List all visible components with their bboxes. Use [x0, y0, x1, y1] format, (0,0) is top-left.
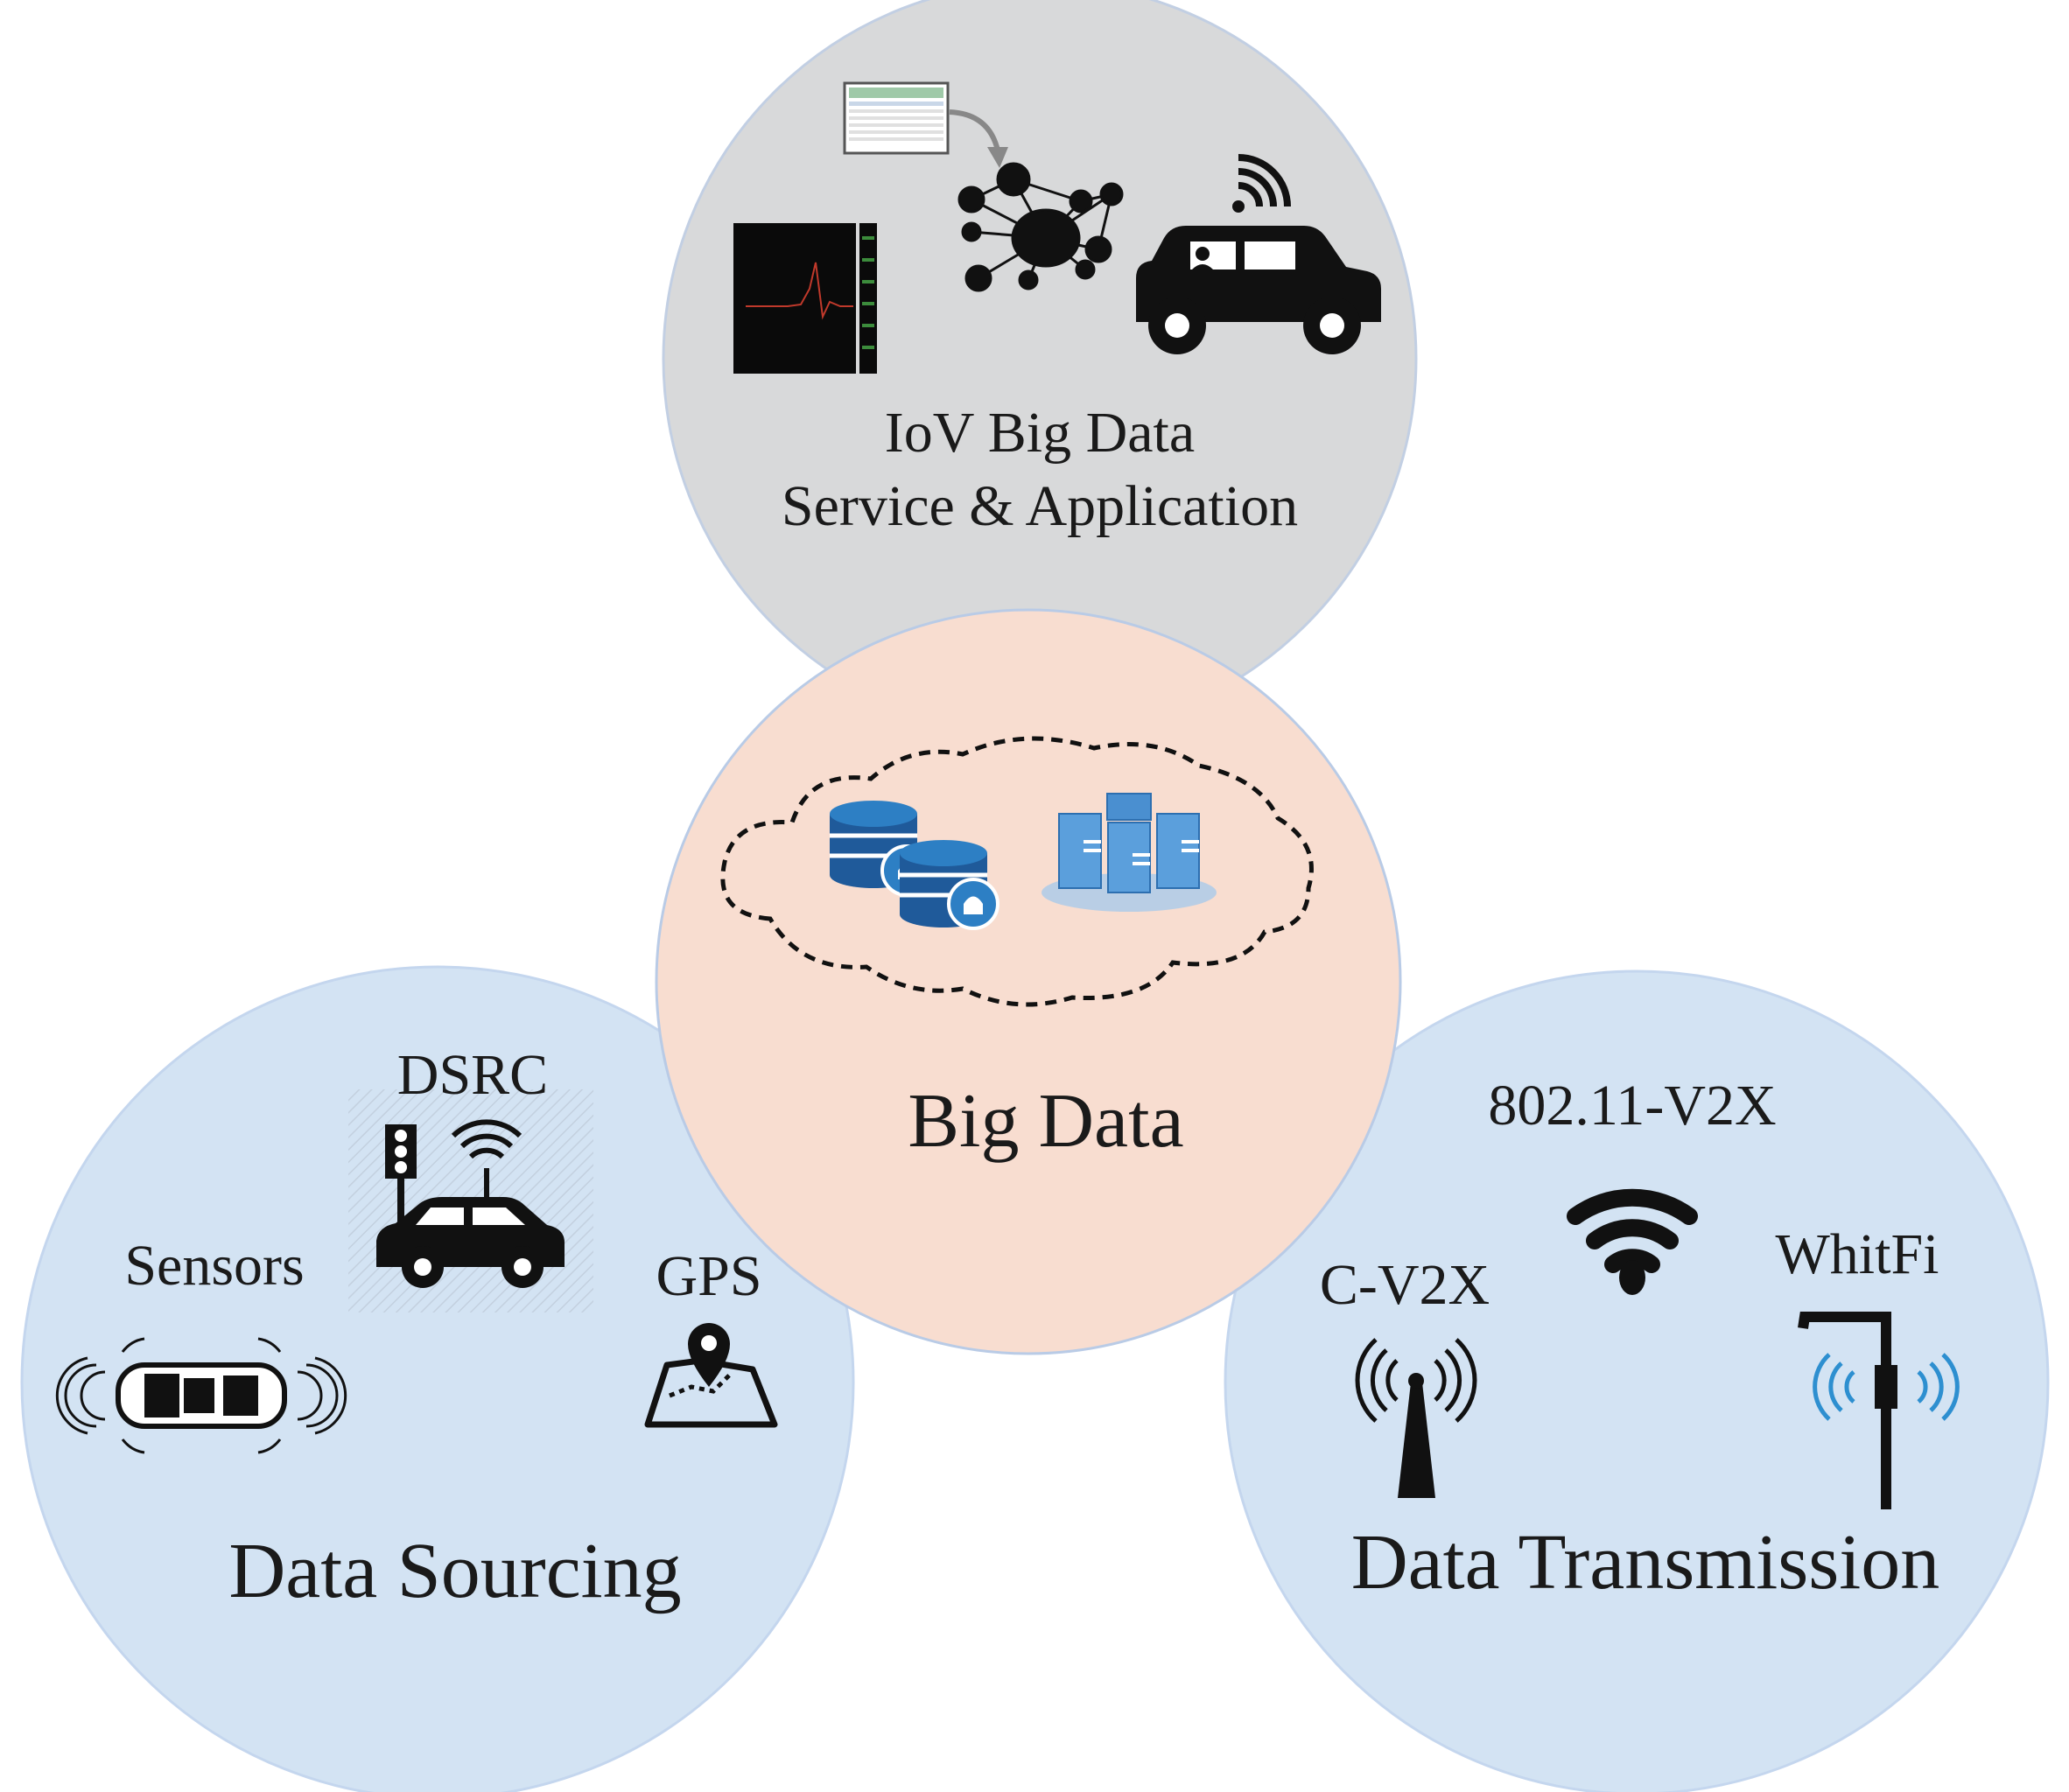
cv2x-label: C-V2X	[1320, 1253, 1490, 1317]
whitespace-antenna-icon	[1798, 1312, 1960, 1509]
arrow-icon	[949, 109, 1008, 168]
wifi-icon	[1567, 1188, 1698, 1295]
sensors-label: Sensors	[124, 1234, 304, 1298]
ecg-chart-icon	[733, 223, 877, 374]
database-lock-icon	[830, 801, 999, 930]
left-title: Data Sourcing	[228, 1528, 681, 1614]
connected-car-icon	[1136, 154, 1381, 354]
80211-v2x-label: 802.11-V2X	[1488, 1074, 1776, 1138]
car-sensor-icon	[55, 1337, 347, 1454]
left-circle	[20, 965, 855, 1792]
dsrc-label: DSRC	[397, 1043, 548, 1107]
gps-label: GPS	[656, 1244, 761, 1308]
center-circle	[655, 608, 1402, 1355]
top-title-line1: IoV Big Data	[885, 401, 1195, 465]
whitfi-label: WhitFi	[1775, 1222, 1939, 1286]
right-circle	[1224, 970, 2050, 1792]
server-cluster-icon	[1042, 793, 1217, 912]
table-screenshot-icon	[843, 81, 950, 155]
right-title: Data Transmission	[1351, 1519, 1940, 1606]
top-title-line2: Service & Application	[782, 474, 1298, 538]
map-pin-icon	[644, 1323, 778, 1428]
network-graph-icon	[957, 162, 1124, 292]
cloud-outline-icon	[720, 736, 1314, 1007]
cell-tower-icon	[1355, 1338, 1477, 1498]
center-title: Big Data	[908, 1079, 1183, 1164]
car-wifi-icon	[376, 1119, 565, 1288]
